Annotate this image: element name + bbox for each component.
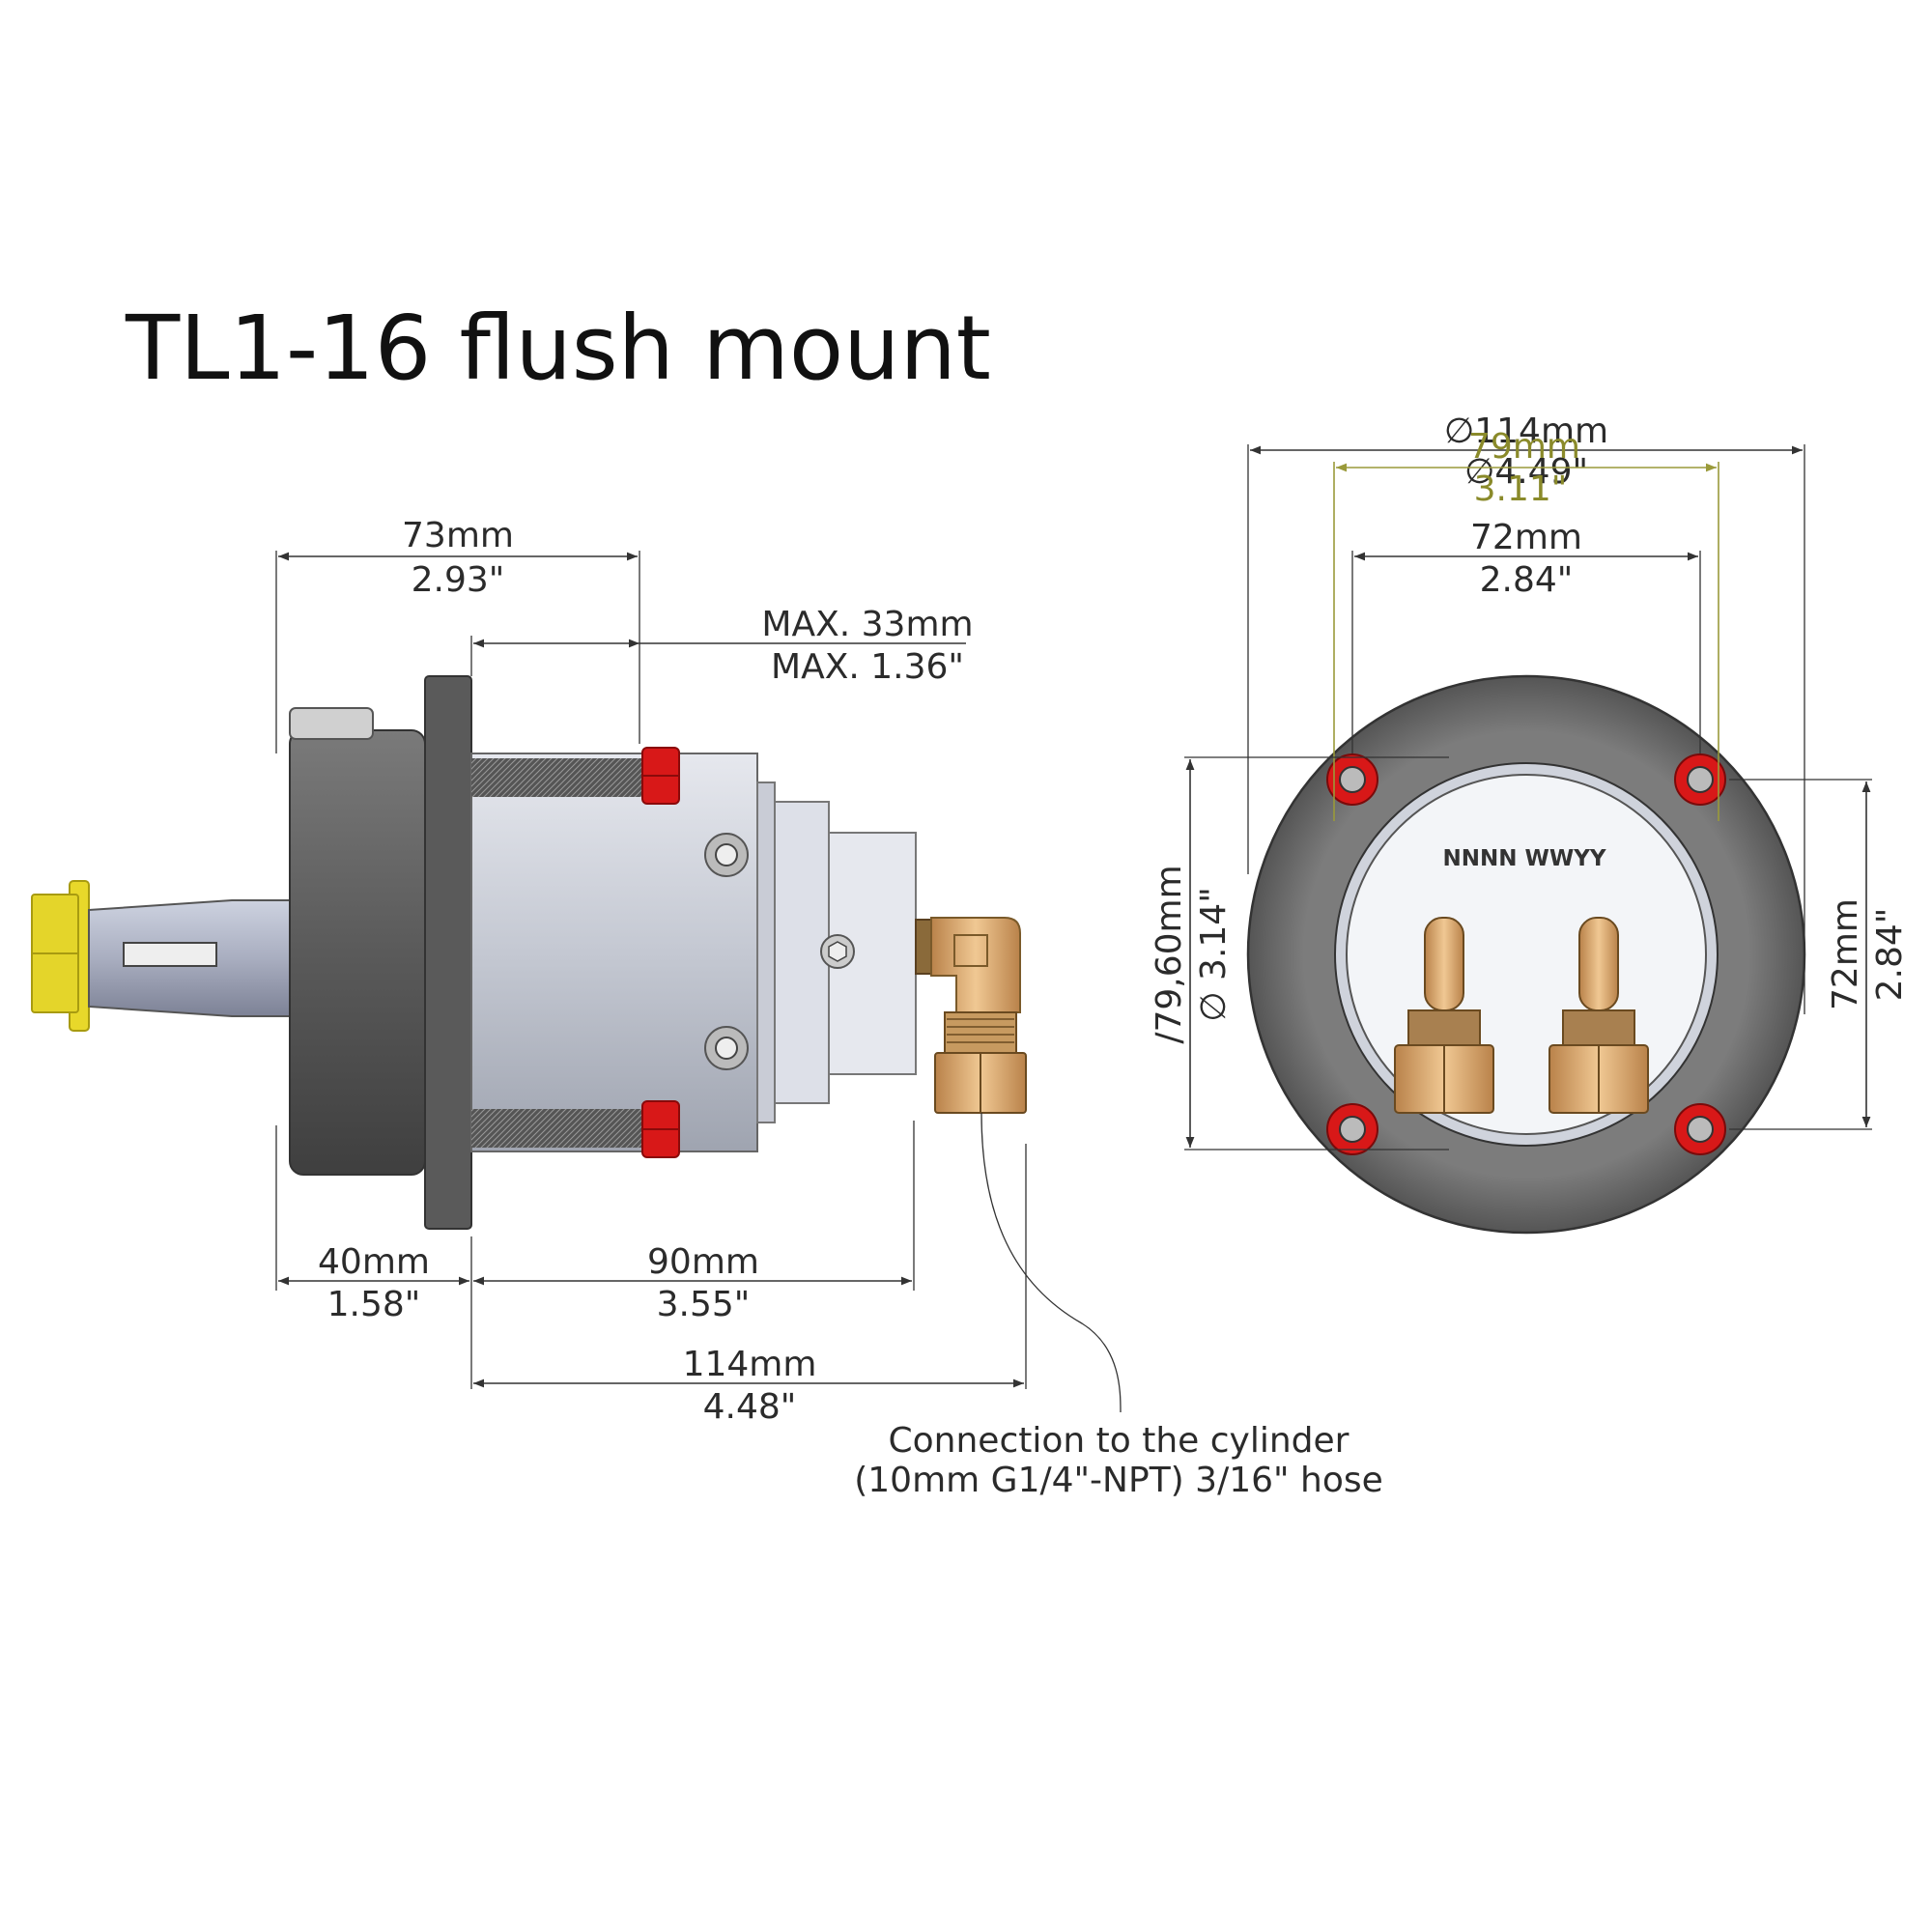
red-nut-bottom <box>641 1100 680 1158</box>
filler-plug <box>289 707 374 740</box>
bolt-top-right <box>1674 753 1726 806</box>
dim-left-dia-in: ∅ 3.14" <box>1194 887 1234 1022</box>
dim-73-mm: 73mm <box>402 516 514 555</box>
dim-bolt-v-mm: 72mm <box>1826 898 1865 1010</box>
dim-bolt-h-in: 2.84" <box>1480 560 1574 600</box>
side-view: 73mm 2.93" MAX. 33mm MAX. 1.36" 40mm 1.5… <box>31 516 1383 1500</box>
red-nut-top <box>641 747 680 805</box>
socket-screw-top <box>704 833 749 877</box>
dim-40-mm: 40mm <box>318 1242 430 1282</box>
dim-outer-dia-mm: ∅114mm <box>1444 412 1608 451</box>
port-screw <box>820 934 855 969</box>
shaft <box>88 899 291 1017</box>
dim-bolt-h-mm: 72mm <box>1470 518 1582 557</box>
knurled-ring-top <box>471 758 641 797</box>
rear-housing <box>289 729 426 1176</box>
front-view: NNNN WWYY <box>1150 412 1910 1235</box>
dim-114-mm: 114mm <box>683 1345 817 1384</box>
elbow-fitting <box>915 917 1027 1114</box>
dim-outer-dia-in: ∅4.49" <box>1464 452 1588 492</box>
dim-cutout-in: 3.11" <box>1474 469 1568 509</box>
dim-bolt-v-in: 2.84" <box>1870 908 1910 1002</box>
dim-left-dia-mm: ∕79,60mm <box>1150 865 1189 1043</box>
dim-cutout-mm: 79mm <box>1468 427 1580 467</box>
bolt-bottom-left <box>1326 1103 1378 1155</box>
dim-40-in: 1.58" <box>327 1285 421 1324</box>
serial-marking: NNNN WWYY <box>1442 846 1605 871</box>
bolt-top-left <box>1326 753 1378 806</box>
mounting-flange <box>424 675 472 1230</box>
bolt-bottom-right <box>1674 1103 1726 1155</box>
dim-114-in: 4.48" <box>703 1387 797 1427</box>
dim-90-in: 3.55" <box>657 1285 751 1324</box>
pump-body <box>470 747 917 1158</box>
shaft-key <box>123 942 217 967</box>
yellow-nut <box>31 880 90 1032</box>
dim-max33-mm: MAX. 33mm <box>761 605 973 644</box>
hose-fitting-left <box>1394 917 1494 1114</box>
dim-73-in: 2.93" <box>412 560 505 600</box>
dim-90-mm: 90mm <box>647 1242 759 1282</box>
knurled-ring-bottom <box>471 1109 641 1148</box>
hose-fitting-right <box>1548 917 1649 1114</box>
socket-screw-bottom <box>704 1026 749 1070</box>
connection-leader <box>980 1112 1122 1413</box>
connection-note-line1: Connection to the cylinder <box>889 1421 1350 1461</box>
connection-note-line2: (10mm G1/4"-NPT) 3/16" hose <box>854 1461 1383 1500</box>
drawing-title: TL1-16 flush mount <box>125 297 991 400</box>
dim-max33-in: MAX. 1.36" <box>771 647 964 687</box>
